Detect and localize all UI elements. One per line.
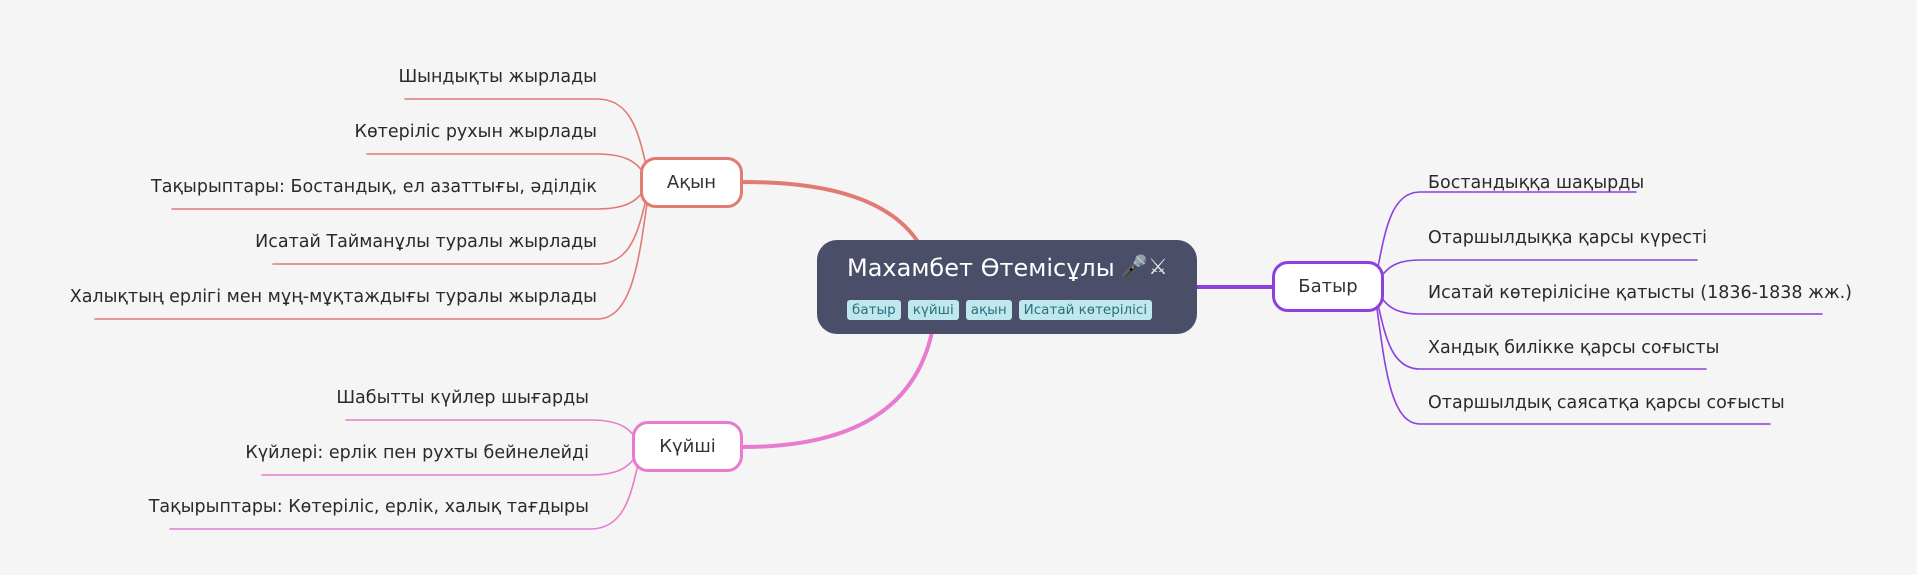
- branch-node-akyn[interactable]: Ақын: [640, 157, 743, 208]
- microphone-icon: 🎤: [1120, 255, 1149, 280]
- tag[interactable]: батыр: [847, 300, 901, 321]
- batyr-leaf[interactable]: Отаршылдыққа қарсы күресті: [1428, 228, 1708, 248]
- central-topic-node[interactable]: Махамбет Өтемісұлы 🎤⚔ батыр күйші ақын И…: [817, 240, 1197, 334]
- batyr-leaf[interactable]: Хандық билікке қарсы соғысты: [1428, 338, 1720, 358]
- tag-list: батыр күйші ақын Исатай көтерілісі: [847, 300, 1153, 321]
- kuishi-leaf[interactable]: Тақырыптары: Көтеріліс, ерлік, халық тағ…: [148, 497, 589, 517]
- tag[interactable]: Исатай көтерілісі: [1018, 300, 1153, 321]
- akyn-leaf[interactable]: Көтеріліс рухын жырлады: [354, 122, 597, 142]
- branch-label: Ақын: [666, 172, 717, 193]
- batyr-leaf[interactable]: Исатай көтерілісіне қатысты (1836-1838 ж…: [1428, 283, 1852, 303]
- batyr-leaf[interactable]: Отаршылдық саясатқа қарсы соғысты: [1428, 393, 1785, 413]
- central-topic-title: Махамбет Өтемісұлы 🎤⚔: [847, 256, 1197, 280]
- batyr-leaf-connector: [1373, 286, 1771, 425]
- root-connector-akyn: [741, 180, 920, 244]
- branch-node-batyr[interactable]: Батыр: [1272, 261, 1384, 312]
- tag[interactable]: ақын: [965, 300, 1012, 321]
- branch-label: Батыр: [1298, 276, 1358, 297]
- branch-label: Күйші: [659, 436, 716, 457]
- crossed-swords-icon: ⚔: [1148, 255, 1168, 280]
- root-connector-kuishi: [741, 330, 934, 449]
- akyn-leaf[interactable]: Шындықты жырлады: [398, 67, 597, 87]
- akyn-leaf[interactable]: Тақырыптары: Бостандық, ел азаттығы, әді…: [151, 177, 597, 197]
- kuishi-leaf[interactable]: Күйлері: ерлік пен рухты бейнелейді: [245, 443, 589, 463]
- branch-node-kuishi[interactable]: Күйші: [632, 421, 743, 472]
- central-topic-text: Махамбет Өтемісұлы: [847, 254, 1115, 282]
- tag[interactable]: күйші: [907, 300, 959, 321]
- akyn-leaf[interactable]: Исатай Тайманұлы туралы жырлады: [255, 232, 597, 252]
- batyr-leaf[interactable]: Бостандыққа шақырды: [1428, 173, 1645, 193]
- akyn-leaf[interactable]: Халықтың ерлігі мен мұң-мұқтаждығы турал…: [69, 287, 597, 307]
- kuishi-leaf[interactable]: Шабытты күйлер шығарды: [336, 388, 589, 408]
- akyn-leaf-connector: [94, 181, 651, 320]
